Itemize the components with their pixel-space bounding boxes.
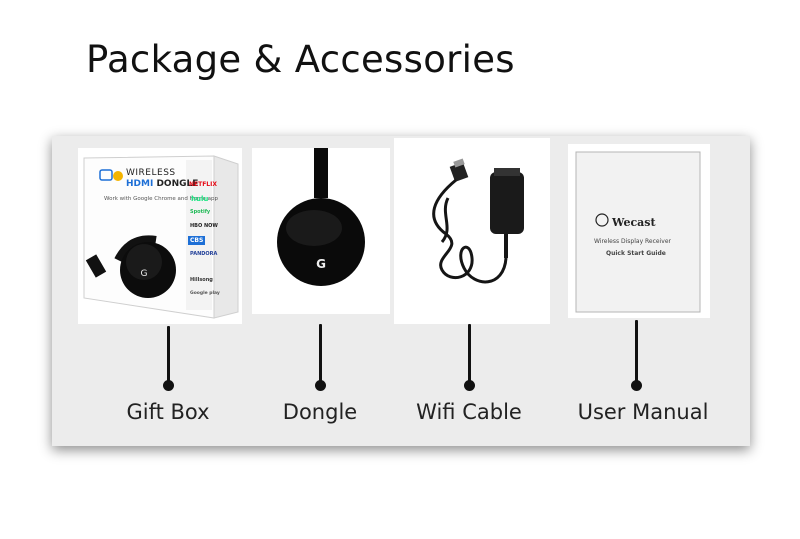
- package-panel: G WIRELESS HDMI DONGLE Work with Google …: [52, 136, 750, 446]
- user-manual-image: Wecast Wireless Display Receiver Quick S…: [568, 144, 710, 318]
- dongle-leader-dot: [315, 380, 326, 391]
- box-subtitle: Work with Google Chrome and Home app: [104, 196, 218, 202]
- box-title-dongle: DONGLE: [153, 179, 199, 189]
- manual-brand: Wecast: [612, 216, 656, 229]
- brand-cbs: CBS: [188, 236, 206, 245]
- caption-dongle: Dongle: [282, 400, 358, 424]
- brand-hulu: hulu: [191, 195, 209, 203]
- page-title: Package & Accessories: [86, 38, 515, 81]
- brand-hbo: HBO NOW: [190, 223, 218, 229]
- caption-gift-box: Gift Box: [126, 400, 210, 424]
- manual-line1: Wireless Display Receiver: [594, 238, 671, 245]
- svg-text:G: G: [141, 269, 148, 279]
- svg-text:G: G: [316, 257, 326, 271]
- gift-box-leader-line: [167, 326, 170, 382]
- box-title-hdmi: HDMI: [126, 179, 154, 189]
- gift-box-leader-dot: [163, 380, 174, 391]
- wifi-cable-leader-line: [468, 324, 471, 382]
- wifi-cable-image: [394, 138, 550, 324]
- caption-user-manual: User Manual: [577, 400, 709, 424]
- brand-pandora: PANDORA: [190, 251, 218, 257]
- gift-box-image: G WIRELESS HDMI DONGLE Work with Google …: [78, 148, 242, 324]
- box-title-line2: HDMI DONGLE: [126, 179, 198, 189]
- caption-wifi-cable: Wifi Cable: [416, 400, 522, 424]
- user-manual-leader-dot: [631, 380, 642, 391]
- wifi-cable-leader-dot: [464, 380, 475, 391]
- brand-netflix: NETFLIX: [189, 181, 217, 188]
- user-manual-leader-line: [635, 320, 638, 382]
- brand-hillsong: Hillsong: [190, 277, 213, 283]
- manual-line2: Quick Start Guide: [606, 250, 666, 257]
- dongle-leader-line: [319, 324, 322, 382]
- dongle-image: G: [252, 148, 390, 314]
- brand-spotify: Spotify: [190, 209, 211, 215]
- box-title-line1: WIRELESS: [126, 168, 176, 178]
- brand-google-play: Google play: [190, 291, 220, 296]
